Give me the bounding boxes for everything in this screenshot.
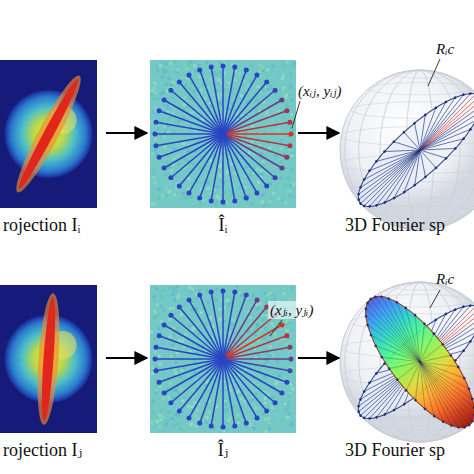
leader-line [270,320,282,336]
sphere-panel: 3D Fourier sp [342,58,474,236]
leader-line [430,290,440,308]
panel-caption: 3D Fourier sp [342,439,474,461]
flow-arrow [298,357,339,359]
projection-panel: rojection Iⱼ [0,283,104,461]
flow-arrow [298,132,339,134]
flow-arrow [106,357,147,359]
leader-line [428,59,440,86]
projection-panel: rojection Iᵢ [0,58,104,236]
point-label: Rᵢc [434,40,456,58]
point-label: Rᵢc [434,270,456,288]
panel-caption: rojection Iᵢ [0,214,104,236]
flow-arrow [106,132,147,134]
fourier-sphere [340,70,474,230]
sphere-panel: 3D Fourier sp [342,283,474,461]
point-label: (xⱼᵢ, yⱼᵢ) [268,301,315,319]
projection-image [0,285,97,433]
fourier-panel: Îᵢ [150,58,296,236]
panel-caption: 3D Fourier sp [342,214,474,236]
panel-caption: rojection Iⱼ [0,439,104,461]
point-label: (xᵢⱼ, yᵢⱼ) [296,82,343,100]
panel-caption: Îⱼ [150,439,296,461]
projection-image [0,60,97,208]
fourier-image [150,60,296,208]
panel-caption: Îᵢ [150,214,296,236]
fourier-sphere [340,279,474,444]
leader-line [292,101,300,128]
